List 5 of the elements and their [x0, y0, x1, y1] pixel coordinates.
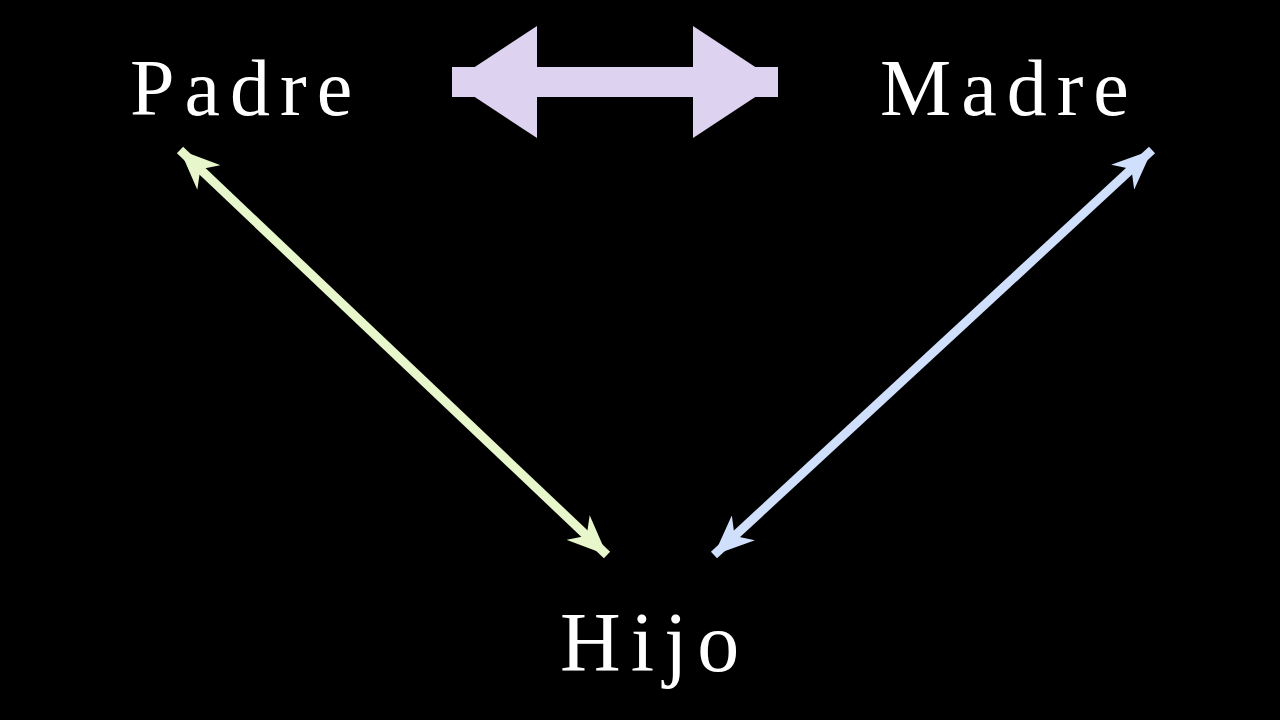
double-block-arrow	[452, 26, 778, 138]
node-label: Madre	[880, 48, 1139, 128]
double-arrow	[710, 146, 1156, 559]
node-label: Padre	[130, 48, 363, 128]
double-arrow	[176, 146, 611, 559]
